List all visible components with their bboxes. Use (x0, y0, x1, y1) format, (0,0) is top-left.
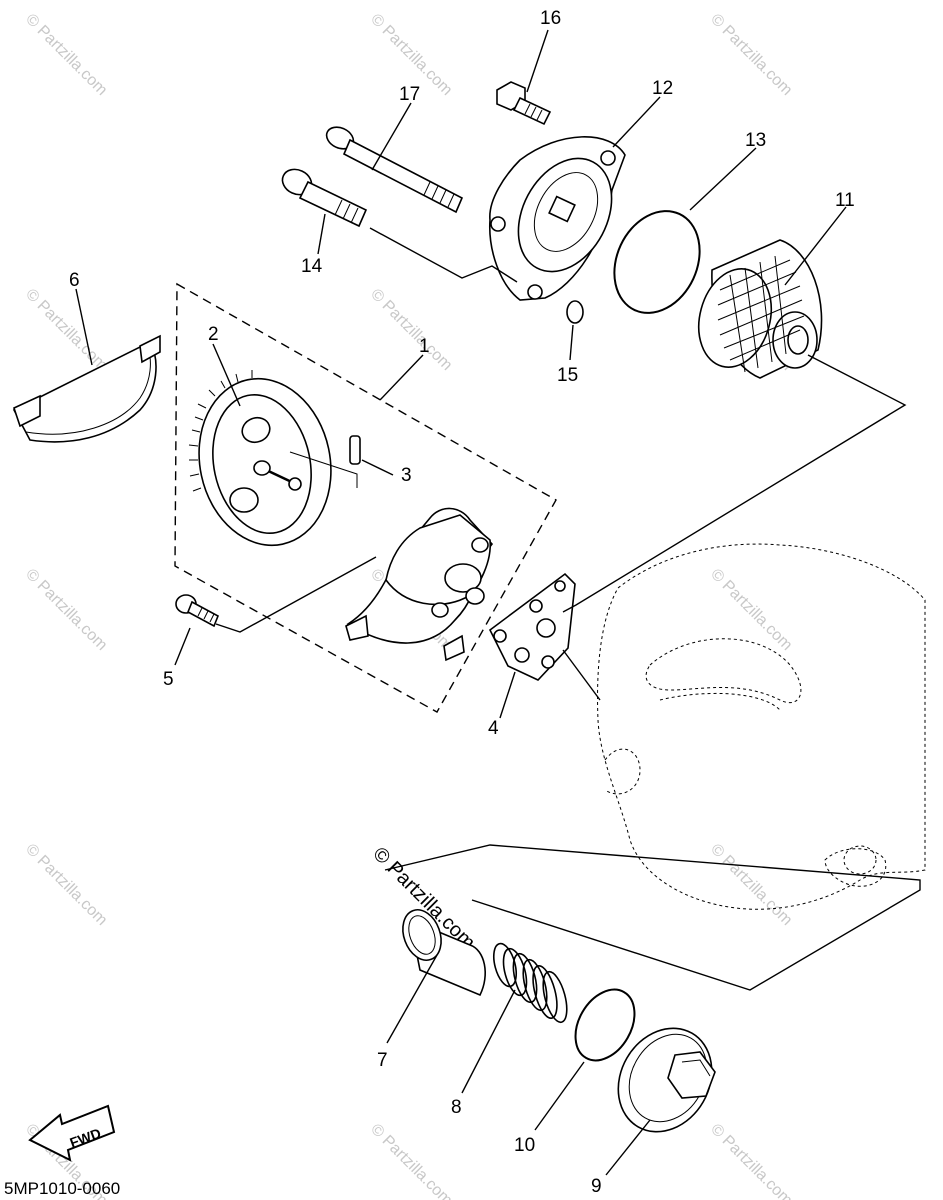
part-14-bolt[interactable] (278, 165, 368, 228)
watermark: © Partzilla.com (707, 1121, 795, 1200)
leader-lines (75, 29, 921, 1176)
watermark: © Partzilla.com (707, 566, 795, 654)
callout-4[interactable]: 4 (488, 718, 499, 739)
part-16-bolt[interactable] (496, 81, 552, 126)
part-12-pump-cover[interactable] (489, 136, 630, 301)
part-11-oil-filter[interactable] (688, 239, 823, 379)
callout-3[interactable]: 3 (401, 465, 412, 486)
part-2-gear[interactable] (184, 366, 346, 557)
callout-6[interactable]: 6 (69, 270, 80, 291)
callout-1[interactable]: 1 (419, 336, 430, 357)
watermark: © Partzilla.com (22, 286, 110, 374)
part-9-drain-plug[interactable] (600, 1011, 730, 1149)
callout-9[interactable]: 9 (591, 1176, 602, 1197)
part-3-pin[interactable] (289, 435, 361, 488)
watermark: © Partzilla.com (367, 286, 455, 374)
callout-15[interactable]: 15 (557, 365, 578, 386)
callout-16[interactable]: 16 (540, 8, 561, 29)
assembly-1-boundary (174, 282, 557, 713)
watermark: © Partzilla.com (22, 841, 110, 929)
part-13-o-ring[interactable] (598, 197, 715, 327)
part-4-gasket[interactable] (488, 572, 576, 681)
watermark: © Partzilla.com (22, 11, 110, 99)
part-10-o-ring[interactable] (563, 979, 646, 1071)
callout-13[interactable]: 13 (745, 130, 766, 151)
callout-7[interactable]: 7 (377, 1050, 388, 1071)
part-15-o-ring[interactable] (566, 300, 584, 324)
watermark: © Partzilla.com (367, 1121, 455, 1200)
watermark: © Partzilla.com (22, 566, 110, 654)
callout-17[interactable]: 17 (399, 84, 420, 105)
callouts: 16 17 12 13 11 14 6 15 2 1 3 5 4 7 8 10 … (69, 8, 855, 1197)
callout-8[interactable]: 8 (451, 1097, 462, 1118)
callout-12[interactable]: 12 (652, 78, 673, 99)
callout-10[interactable]: 10 (514, 1135, 535, 1156)
watermark: © Partzilla.com (707, 841, 795, 929)
part-7-strainer[interactable] (396, 904, 486, 997)
callout-5[interactable]: 5 (163, 669, 174, 690)
watermark: © Partzilla.com (707, 11, 795, 99)
diagram-code: 5MP1010-0060 (4, 1179, 120, 1198)
callout-11[interactable]: 11 (835, 190, 855, 211)
crankcase-outline (597, 543, 926, 910)
part-6-bearing[interactable] (12, 334, 161, 443)
callout-2[interactable]: 2 (208, 324, 219, 345)
part-8-spring[interactable] (490, 941, 572, 1025)
part-5-screw[interactable] (175, 594, 220, 628)
pump-body-assembly[interactable] (345, 507, 494, 662)
callout-14[interactable]: 14 (301, 256, 323, 277)
part-17-long-bolt[interactable] (323, 123, 464, 214)
